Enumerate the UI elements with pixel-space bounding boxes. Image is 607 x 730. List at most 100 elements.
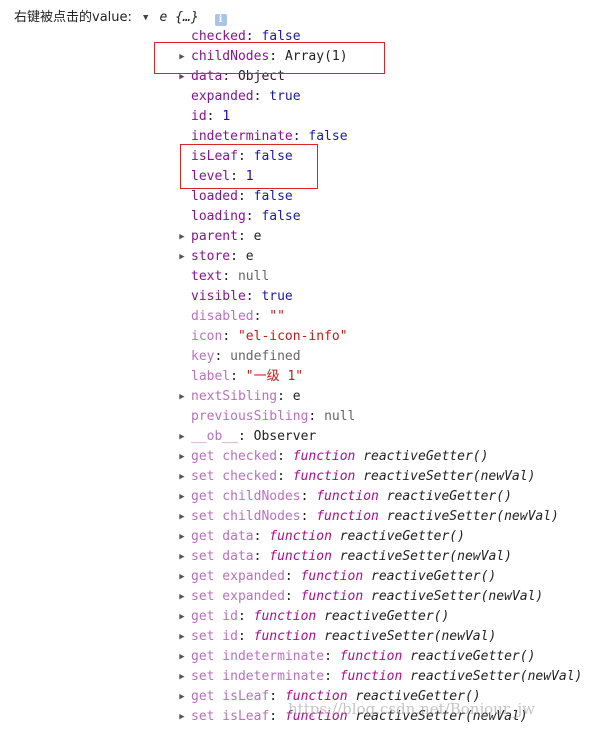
- property-key: visible: [191, 289, 246, 304]
- property-row[interactable]: ▶__ob__: Observer: [176, 428, 582, 448]
- property-separator: :: [222, 329, 238, 344]
- property-value: false: [253, 149, 293, 164]
- property-separator: :: [245, 289, 262, 304]
- property-row[interactable]: ▶get data: function reactiveGetter(): [176, 528, 582, 548]
- function-signature: reactiveSetter(newVal): [386, 509, 559, 524]
- expand-arrow-icon[interactable]: ▶: [179, 532, 185, 542]
- expand-arrow-icon[interactable]: ▶: [179, 652, 185, 662]
- property-separator: :: [324, 669, 340, 684]
- function-keyword: function: [253, 609, 317, 624]
- function-signature: reactiveSetter(newVal): [363, 469, 536, 484]
- expand-arrow-icon[interactable]: ▶: [179, 692, 185, 702]
- property-value: e: [292, 389, 301, 404]
- property-separator: :: [277, 469, 293, 484]
- expand-arrow-icon[interactable]: ▼: [143, 13, 149, 23]
- expand-arrow-icon[interactable]: ▶: [179, 512, 185, 522]
- function-signature: reactiveGetter(): [355, 689, 481, 704]
- expand-arrow-icon[interactable]: ▶: [179, 452, 185, 462]
- expand-arrow-icon[interactable]: ▶: [179, 552, 185, 562]
- property-key: childNodes: [191, 49, 270, 64]
- function-keyword: function: [300, 589, 364, 604]
- property-separator: :: [253, 309, 270, 324]
- property-row[interactable]: ▶data: Object: [176, 68, 582, 88]
- property-row[interactable]: ▶ set checked: function reactiveSetter(ne…: [176, 468, 582, 488]
- expand-arrow-icon[interactable]: ▶: [179, 232, 185, 242]
- property-row: checked: false: [176, 28, 582, 48]
- property-row: isLeaf: false: [176, 148, 582, 168]
- property-value: false: [253, 189, 293, 204]
- expand-arrow-icon[interactable]: ▶: [179, 612, 185, 622]
- function-keyword: function: [269, 549, 332, 564]
- property-separator: :: [230, 169, 246, 184]
- expand-arrow-icon[interactable]: ▶: [179, 592, 185, 602]
- property-key: set data: [191, 549, 254, 564]
- property-value: null: [324, 409, 356, 424]
- property-separator: :: [237, 629, 254, 644]
- property-key: key: [191, 349, 215, 364]
- property-value: undefined: [230, 349, 301, 364]
- expand-arrow-icon[interactable]: ▶: [179, 492, 185, 502]
- function-signature: reactiveGetter(): [324, 609, 450, 624]
- property-row[interactable]: ▶childNodes: Array(1): [176, 48, 582, 68]
- expand-arrow-icon[interactable]: ▶: [179, 672, 185, 682]
- function-signature: reactiveSetter(newVal): [371, 589, 544, 604]
- property-value: "一级 1": [245, 369, 304, 384]
- property-separator: :: [269, 709, 285, 724]
- property-row[interactable]: ▶set childNodes: function reactiveSetter…: [176, 508, 582, 528]
- property-row[interactable]: ▶store: e: [176, 248, 582, 268]
- property-separator: :: [237, 609, 254, 624]
- function-keyword: function: [292, 469, 356, 484]
- property-row[interactable]: ▶set isLeaf: function reactiveSetter(new…: [176, 708, 582, 728]
- property-row[interactable]: ▶set data: function reactiveSetter(newVa…: [176, 548, 582, 568]
- property-row[interactable]: ▶get expanded: function reactiveGetter(): [176, 568, 582, 588]
- property-separator: :: [284, 569, 301, 584]
- property-key: loading: [191, 209, 246, 224]
- expand-arrow-icon[interactable]: ▶: [179, 252, 185, 262]
- expand-arrow-icon[interactable]: ▶: [179, 632, 185, 642]
- property-separator: :: [284, 589, 301, 604]
- function-keyword: function: [292, 449, 356, 464]
- expand-arrow-icon[interactable]: ▶: [179, 572, 185, 582]
- object-preview[interactable]: {…}: [175, 10, 199, 25]
- property-separator: :: [222, 69, 238, 84]
- expand-arrow-icon[interactable]: ▶: [179, 72, 185, 82]
- function-keyword: function: [300, 569, 364, 584]
- property-row[interactable]: ▶set id: function reactiveSetter(newVal): [176, 628, 582, 648]
- property-separator: :: [230, 369, 246, 384]
- property-key: set checked: [191, 469, 278, 484]
- property-row[interactable]: ▶get isLeaf: function reactiveGetter(): [176, 688, 582, 708]
- expand-arrow-icon[interactable]: ▶: [179, 392, 185, 402]
- property-row[interactable]: ▶set indeterminate: function reactiveSet…: [176, 668, 582, 688]
- info-icon[interactable]: i: [214, 14, 227, 26]
- property-key: id: [191, 109, 207, 124]
- function-keyword: function: [253, 629, 317, 644]
- property-row[interactable]: ▶get id: function reactiveGetter(): [176, 608, 582, 628]
- property-key: nextSibling: [191, 389, 278, 404]
- expand-arrow-icon[interactable]: ▶: [179, 52, 185, 62]
- property-value: true: [269, 89, 301, 104]
- property-row[interactable]: ▶nextSibling: e: [176, 388, 582, 408]
- property-row[interactable]: ▶get childNodes: function reactiveGetter…: [176, 488, 582, 508]
- property-row[interactable]: ▶parent: e: [176, 228, 582, 248]
- expand-arrow-icon[interactable]: ▶: [179, 432, 185, 442]
- property-row[interactable]: ▶ set expanded: function reactiveSetter(n…: [176, 588, 582, 608]
- property-separator: :: [300, 489, 317, 504]
- object-name[interactable]: e: [159, 10, 168, 25]
- property-separator: :: [300, 509, 317, 524]
- property-key: get childNodes: [191, 489, 301, 504]
- property-key: get checked: [191, 449, 278, 464]
- expand-arrow-icon[interactable]: ▶: [179, 472, 185, 482]
- property-row[interactable]: ▶get checked: function reactiveGetter(): [176, 448, 582, 468]
- property-key: checked: [191, 29, 246, 44]
- function-keyword: function: [339, 649, 403, 664]
- property-separator: :: [230, 249, 246, 264]
- property-key: store: [191, 249, 231, 264]
- function-keyword: function: [284, 709, 348, 724]
- property-row: icon: "el-icon-info": [176, 328, 582, 348]
- property-key: data: [191, 69, 223, 84]
- property-row[interactable]: ▶get indeterminate: function reactiveGet…: [176, 648, 582, 668]
- function-keyword: function: [339, 669, 403, 684]
- property-key: set expanded: [191, 589, 285, 604]
- expand-arrow-icon[interactable]: ▶: [179, 712, 185, 722]
- highlight-box-childnodes: [154, 42, 385, 74]
